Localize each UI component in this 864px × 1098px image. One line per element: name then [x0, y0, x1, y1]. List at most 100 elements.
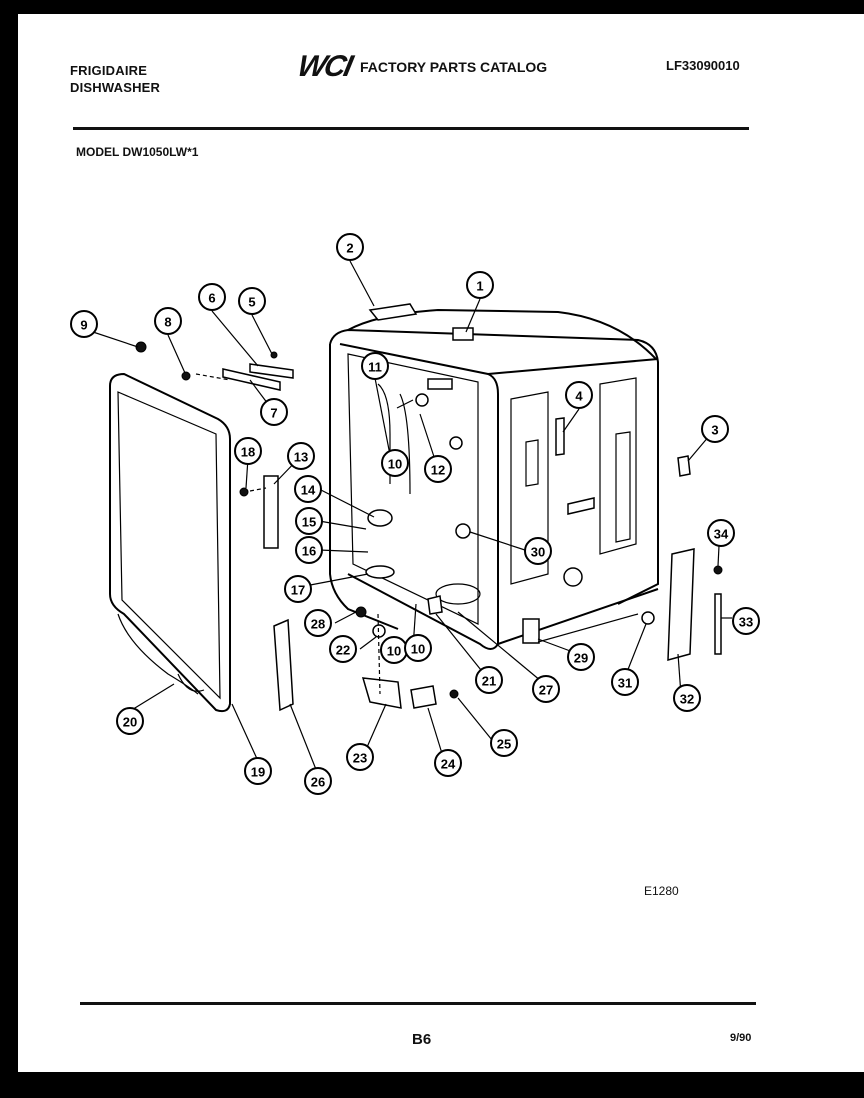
top-bracket	[368, 303, 418, 321]
callout-number: 15	[302, 515, 316, 530]
sump-gasket	[365, 565, 395, 579]
callout-number: 25	[497, 737, 511, 752]
callout-number: 21	[482, 674, 496, 689]
callout-number: 26	[311, 775, 325, 790]
callout-circle	[116, 707, 144, 735]
screw-5	[270, 351, 278, 359]
callout-circle	[304, 609, 332, 637]
callout-4: 4	[565, 381, 593, 409]
callout-number: 8	[164, 315, 171, 330]
callout-16: 16	[295, 536, 323, 564]
catalog-number: LF33090010	[666, 58, 740, 73]
callout-number: 7	[270, 406, 277, 421]
callout-15: 15	[295, 507, 323, 535]
callout-number: 4	[575, 389, 583, 404]
callout-24: 24	[434, 749, 462, 777]
callout-number: 3	[711, 423, 718, 438]
callout-number: 23	[353, 751, 367, 766]
door-stop-13	[263, 475, 279, 549]
page-number: B6	[412, 1031, 432, 1048]
callout-34: 34	[707, 519, 735, 547]
callout-number: 22	[336, 643, 350, 658]
callout-number: 10	[387, 644, 401, 659]
callout-number: 18	[241, 445, 255, 460]
callout-6: 6	[198, 283, 226, 311]
callout-circle	[346, 743, 374, 771]
callout-11: 11	[361, 352, 389, 380]
callout-circle	[198, 283, 226, 311]
callout-circle	[732, 607, 760, 635]
callout-1: 1	[466, 271, 494, 299]
callout-circle	[154, 307, 182, 335]
footer-rule	[80, 1002, 756, 1005]
callout-25: 25	[490, 729, 518, 757]
hinge-arm-21	[427, 595, 443, 615]
callout-26: 26	[304, 767, 332, 795]
callout-18: 18	[234, 437, 262, 465]
vent-part	[452, 327, 474, 341]
callout-12: 12	[424, 455, 452, 483]
callout-circle	[244, 757, 272, 785]
callout-28: 28	[304, 609, 332, 637]
figure-code: E1280	[644, 884, 679, 898]
callout-circle	[567, 643, 595, 671]
callout-circle	[532, 675, 560, 703]
callout-circle	[295, 536, 323, 564]
foot-31	[641, 611, 655, 625]
callout-circle	[524, 537, 552, 565]
callout-circle	[475, 666, 503, 694]
callout-10: 10	[404, 634, 432, 662]
callout-number: 6	[208, 291, 215, 306]
catalog-title: FACTORY PARTS CATALOG	[360, 59, 548, 75]
callout-number: 2	[346, 241, 353, 256]
callout-circle	[701, 415, 729, 443]
callout-number: 10	[411, 642, 425, 657]
screw-8	[181, 371, 191, 381]
tub-bracket	[427, 378, 453, 390]
callout-circle	[490, 729, 518, 757]
callout-number: 14	[301, 483, 316, 498]
callout-circle	[295, 507, 323, 535]
callout-circle	[673, 684, 701, 712]
screw-9	[135, 341, 147, 353]
bracket-6	[249, 363, 294, 379]
callout-circle	[707, 519, 735, 547]
callout-20: 20	[116, 707, 144, 735]
drain-fitting	[563, 567, 583, 587]
catalog-sheet: FRIGIDAIRE DISHWASHER WCI FACTORY PARTS …	[18, 14, 864, 1072]
callout-19: 19	[244, 757, 272, 785]
callout-circle	[234, 437, 262, 465]
side-bracket-32	[667, 548, 695, 661]
callout-27: 27	[532, 675, 560, 703]
washer-28	[355, 606, 367, 618]
callout-33: 33	[732, 607, 760, 635]
callout-10: 10	[381, 449, 409, 477]
callout-8: 8	[154, 307, 182, 335]
callout-circle	[404, 634, 432, 662]
callout-circle	[565, 381, 593, 409]
callout-circle	[70, 310, 98, 338]
callout-circle	[260, 398, 288, 426]
callout-22: 22	[329, 635, 357, 663]
callout-circle	[361, 352, 389, 380]
callout-number: 17	[291, 583, 305, 598]
callout-29: 29	[567, 643, 595, 671]
callout-number: 32	[680, 692, 694, 707]
callout-circle	[238, 287, 266, 315]
brand-name: FRIGIDAIRE	[70, 63, 148, 78]
callout-3: 3	[701, 415, 729, 443]
callout-13: 13	[287, 442, 315, 470]
callout-number: 24	[441, 757, 456, 772]
callout-23: 23	[346, 743, 374, 771]
callout-circle	[466, 271, 494, 299]
callout-circle	[329, 635, 357, 663]
tub-bracket-4	[555, 417, 565, 456]
rod-33	[714, 593, 722, 655]
callout-number: 5	[248, 295, 255, 310]
callout-circle	[424, 455, 452, 483]
callout-number: 34	[714, 527, 729, 542]
hinge-bracket-24	[410, 685, 437, 709]
nut	[449, 436, 463, 450]
tub-foot	[522, 618, 540, 644]
